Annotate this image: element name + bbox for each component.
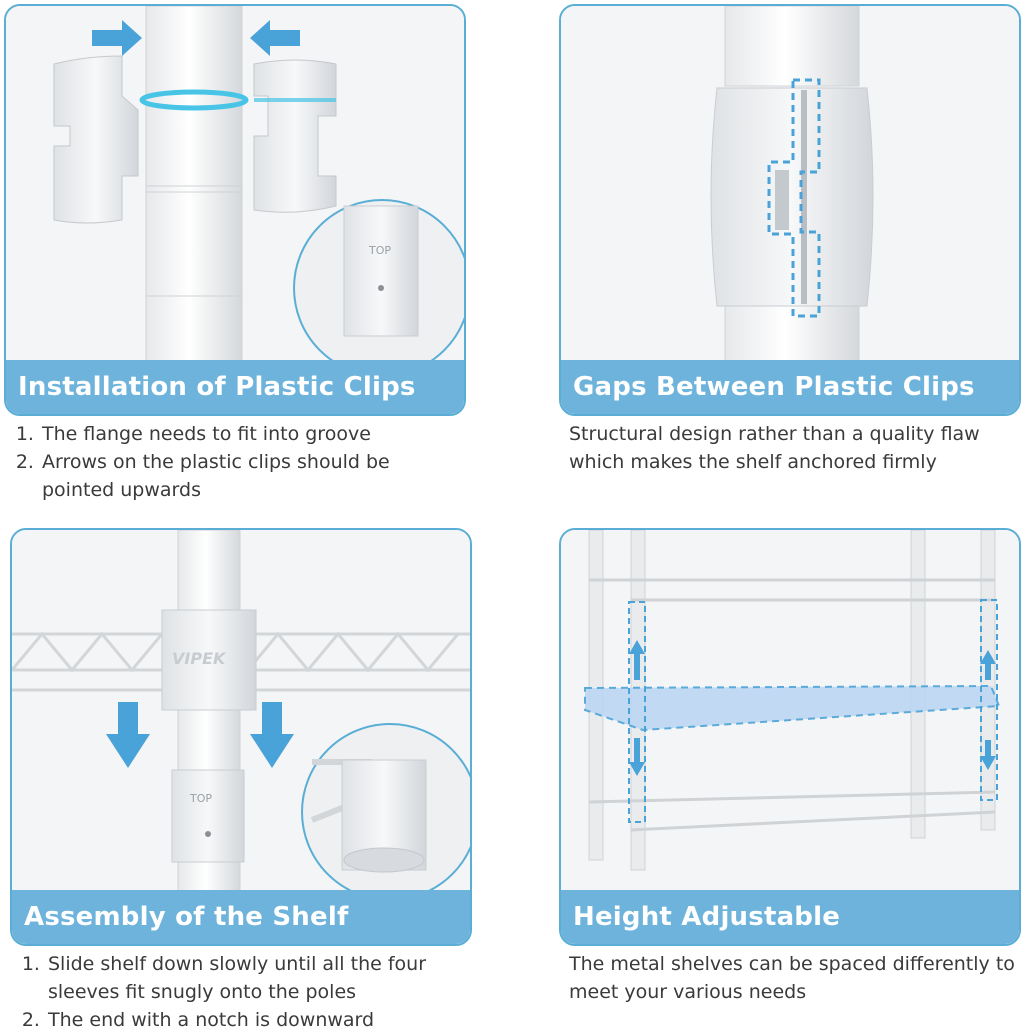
- pole: [724, 6, 860, 87]
- installation-steps: The flange needs to fit into groove Arro…: [4, 420, 466, 504]
- sleeve: [161, 609, 257, 711]
- left-clip: [53, 55, 139, 224]
- clip-install-illustration: TOP: [6, 6, 464, 364]
- list-item: The flange needs to fit into groove: [40, 420, 466, 448]
- panel-title: Gaps Between Plastic Clips: [561, 360, 1019, 414]
- panel-title: Installation of Plastic Clips: [6, 360, 464, 414]
- top-mark: TOP: [368, 244, 391, 257]
- arrow-down-icon: [250, 702, 294, 768]
- arrow-left-icon: [250, 20, 300, 56]
- height-description: The metal shelves can be spaced differen…: [569, 953, 1015, 1003]
- brand-mark: VIPEK: [172, 649, 227, 668]
- list-item: Arrows on the plastic clips should be po…: [40, 448, 466, 504]
- top-mark: TOP: [189, 792, 212, 805]
- adjust-arrows: [629, 640, 996, 776]
- panel-height: Height Adjustable: [559, 528, 1021, 946]
- adjusted-shelf: [584, 684, 1001, 732]
- panel-assembly: VIPEK TOP Assembly of the Shelf: [10, 528, 472, 946]
- sleeve: [710, 87, 874, 307]
- groove-highlight: [139, 89, 249, 111]
- list-item: The end with a notch is downward: [46, 1006, 472, 1034]
- clip-gap-illustration: [561, 6, 1019, 364]
- arrow-down-icon: [106, 702, 150, 768]
- arrow-right-icon: [92, 20, 142, 56]
- shelf-bottom: [588, 790, 996, 832]
- list-item: Slide shelf down slowly until all the fo…: [46, 950, 472, 1006]
- panel-title: Height Adjustable: [561, 890, 1019, 944]
- shelf-top: [589, 578, 995, 602]
- height-adjust-illustration: [561, 530, 1019, 894]
- panel-title: Assembly of the Shelf: [12, 890, 470, 944]
- panel-installation: TOP Installation of Plastic Clips: [4, 4, 466, 416]
- gaps-description: Structural design rather than a quality …: [569, 423, 980, 473]
- assembly-steps: Slide shelf down slowly until all the fo…: [10, 950, 472, 1034]
- shelf-assembly-illustration: VIPEK TOP: [12, 530, 470, 894]
- panel-gaps: Gaps Between Plastic Clips: [559, 4, 1021, 416]
- pole: [145, 6, 243, 364]
